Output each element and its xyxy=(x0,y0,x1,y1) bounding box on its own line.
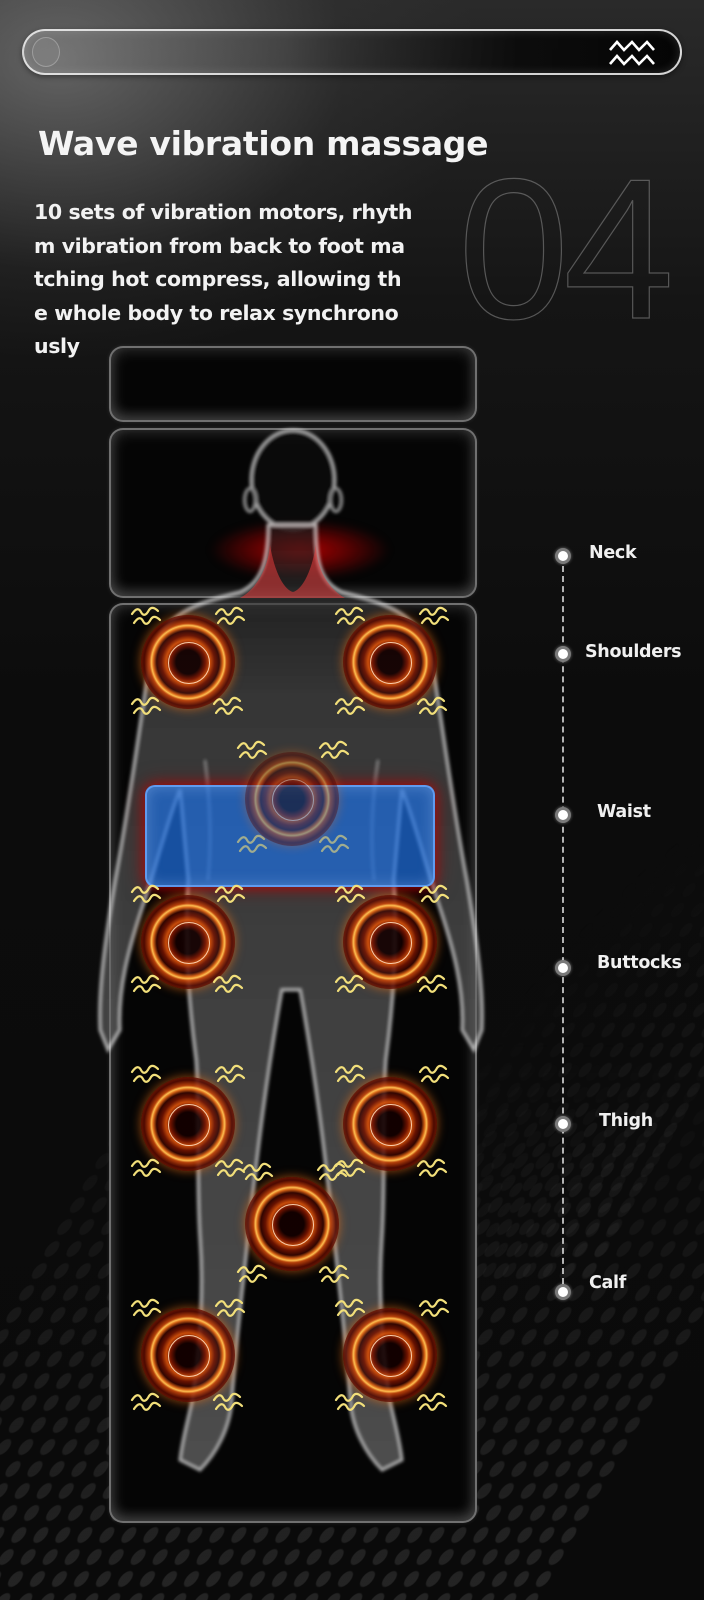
vibration-wave-icon xyxy=(416,1156,448,1180)
vibration-wave-icon xyxy=(130,1390,162,1414)
vibration-wave-icon xyxy=(214,1062,246,1086)
motor-thigh-left xyxy=(141,1077,235,1171)
vibration-wave-icon xyxy=(416,694,448,718)
zone-label-buttocks: Buttocks xyxy=(597,953,682,973)
timeline-dot-shoulders xyxy=(555,646,571,662)
vibration-wave-icon xyxy=(130,972,162,996)
zone-label-shoulders: Shoulders xyxy=(585,642,682,662)
page-title: Wave vibration massage xyxy=(38,124,489,163)
description-line: usly xyxy=(34,334,80,358)
motor-calf-right xyxy=(343,1308,437,1402)
vibration-wave-icon xyxy=(130,604,162,628)
vibration-wave-icon xyxy=(214,1296,246,1320)
timeline-dot-buttocks xyxy=(555,960,571,976)
zone-label-thigh: Thigh xyxy=(599,1111,653,1131)
wave-vibration-icon xyxy=(609,40,655,66)
motor-waist xyxy=(245,752,339,846)
vibration-wave-icon xyxy=(236,738,268,762)
zone-label-waist: Waist xyxy=(597,802,651,822)
feature-number: 04 xyxy=(457,138,675,361)
timeline-dot-waist xyxy=(555,807,571,823)
description-line: e whole body to relax synchrono xyxy=(34,300,399,325)
vibration-wave-icon xyxy=(318,832,350,856)
pill-knob xyxy=(32,37,60,67)
vibration-wave-icon xyxy=(334,604,366,628)
vibration-wave-icon xyxy=(334,1296,366,1320)
vibration-wave-icon xyxy=(130,882,162,906)
description-line: m vibration from back to foot ma xyxy=(34,233,405,258)
vibration-wave-icon xyxy=(214,604,246,628)
vibration-wave-icon xyxy=(334,882,366,906)
timeline-dot-neck xyxy=(555,548,571,564)
vibration-wave-icon xyxy=(236,832,268,856)
motor-buttock-left xyxy=(141,895,235,989)
vibration-wave-icon xyxy=(418,882,450,906)
timeline-dot-calf xyxy=(555,1284,571,1300)
motor-shoulder-left xyxy=(141,615,235,709)
timeline-dot-thigh xyxy=(555,1116,571,1132)
mat-segment-pillow xyxy=(109,346,477,422)
zone-label-calf: Calf xyxy=(589,1273,627,1293)
motor-thigh-right xyxy=(343,1077,437,1171)
vibration-wave-icon xyxy=(130,1062,162,1086)
vibration-wave-icon xyxy=(334,694,366,718)
vibration-wave-icon xyxy=(236,1262,268,1286)
vibration-wave-icon xyxy=(334,1062,366,1086)
zone-label-neck: Neck xyxy=(589,543,637,563)
motor-shoulder-right xyxy=(343,615,437,709)
vibration-wave-icon xyxy=(212,694,244,718)
motor-knee xyxy=(245,1177,339,1271)
motor-buttock-right xyxy=(343,895,437,989)
vibration-wave-icon xyxy=(242,1160,274,1184)
motor-calf-left xyxy=(141,1308,235,1402)
feature-description: 10 sets of vibration motors, rhyth m vib… xyxy=(34,196,464,364)
vibration-wave-icon xyxy=(318,1262,350,1286)
vibration-wave-icon xyxy=(130,1296,162,1320)
vibration-wave-icon xyxy=(130,1156,162,1180)
vibration-wave-icon xyxy=(334,972,366,996)
vibration-wave-icon xyxy=(212,1390,244,1414)
vibration-wave-icon xyxy=(418,1296,450,1320)
vibration-wave-icon xyxy=(418,604,450,628)
vibration-wave-icon xyxy=(318,738,350,762)
body-zone-timeline xyxy=(562,556,564,1294)
vibration-wave-icon xyxy=(334,1156,366,1180)
vibration-wave-icon xyxy=(416,972,448,996)
description-line: 10 sets of vibration motors, rhyth xyxy=(34,200,413,224)
vibration-wave-icon xyxy=(130,694,162,718)
vibration-wave-icon xyxy=(416,1390,448,1414)
vibration-wave-icon xyxy=(334,1390,366,1414)
vibration-wave-icon xyxy=(212,972,244,996)
description-line: tching hot compress, allowing th xyxy=(34,267,402,291)
vibration-wave-icon xyxy=(418,1062,450,1086)
vibration-wave-icon xyxy=(214,882,246,906)
top-pill-bar xyxy=(22,29,682,75)
